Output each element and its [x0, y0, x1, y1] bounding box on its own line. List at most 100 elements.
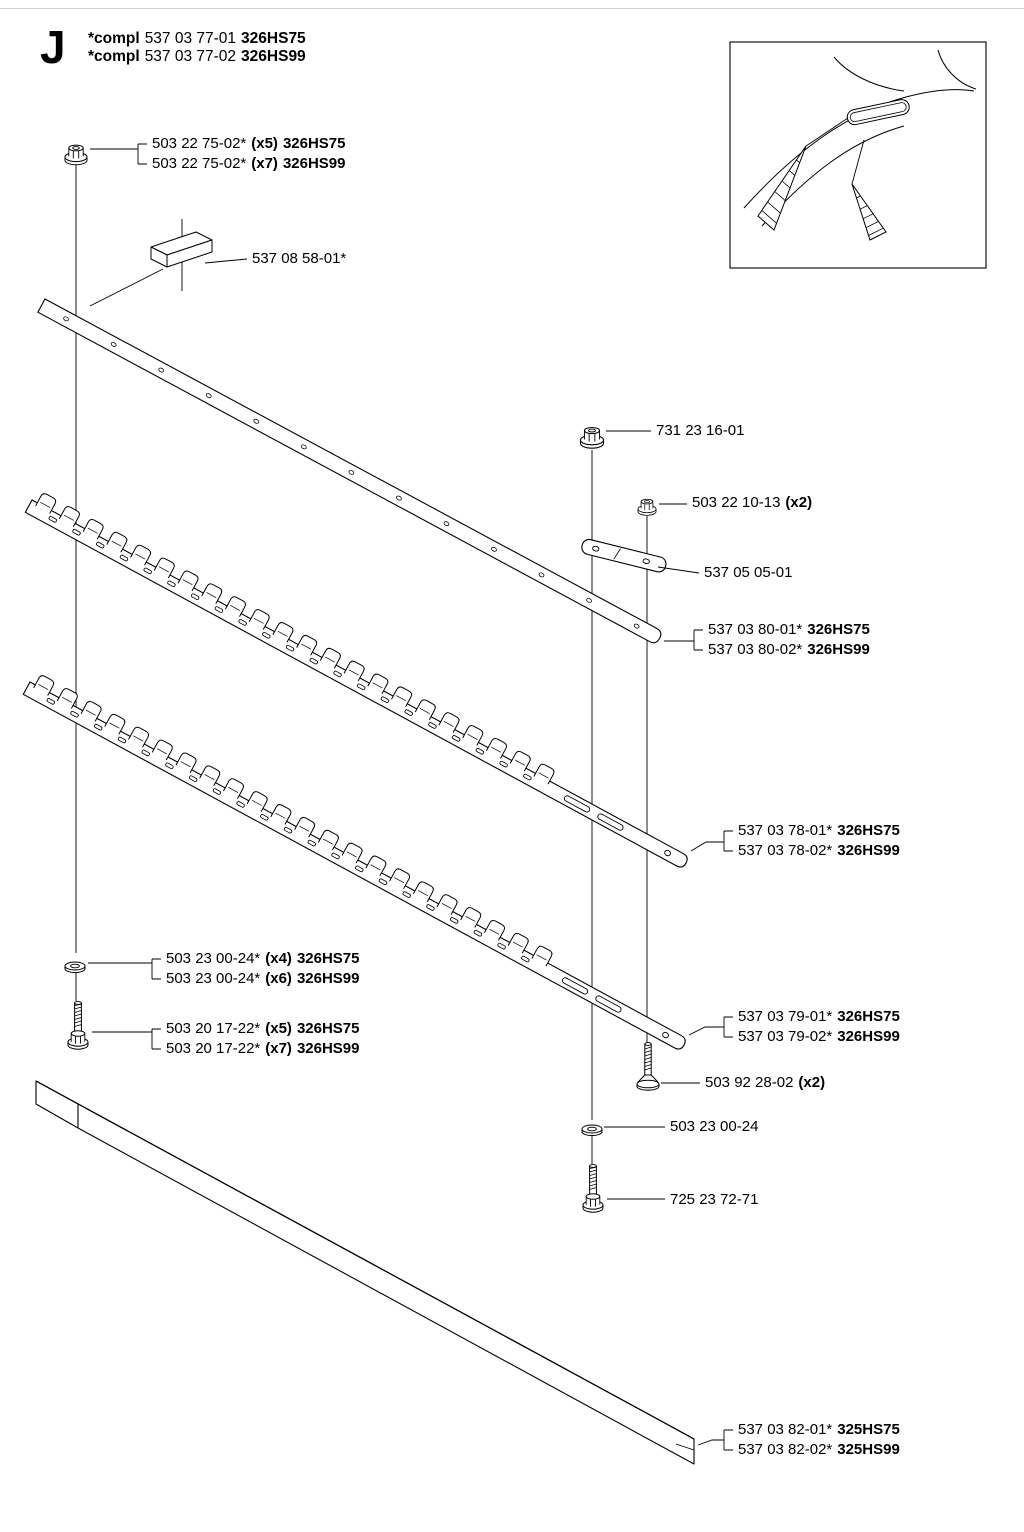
part-model: 326HS75	[296, 1020, 360, 1037]
detail-inset	[729, 41, 987, 269]
part-line: 503 23 00-24*(x6)326HS99	[166, 969, 360, 989]
leader-clip	[204, 258, 248, 264]
part-model: 326HS75	[837, 1008, 900, 1025]
part-number: 537 05 05-01	[704, 564, 793, 581]
leader-nut-top	[90, 143, 147, 165]
compl-prefix: *compl	[88, 30, 140, 47]
part-number: 537 03 82-02*	[738, 1441, 833, 1458]
part-number: 503 23 00-24*	[166, 970, 261, 987]
leader-washer-left	[88, 958, 161, 980]
part-line: 503 23 00-24	[670, 1117, 758, 1137]
part-number: 537 03 79-02*	[738, 1028, 833, 1045]
part-model: 326HS99	[296, 970, 360, 987]
guide-bar	[37, 298, 662, 644]
hatched-arrow-right	[851, 183, 887, 241]
leader-link-plate	[657, 566, 700, 574]
label-nut-small: 503 22 10-13(x2)	[692, 493, 812, 513]
assembly-lines	[75, 160, 648, 1164]
part-qty: (x7)	[251, 155, 278, 172]
part-model: 326HS75	[837, 822, 900, 839]
part-model: 326HS99	[837, 842, 900, 859]
part-model: 325HS99	[837, 1441, 900, 1458]
hatch-left	[761, 159, 800, 224]
label-washer-right: 503 23 00-24	[670, 1117, 758, 1137]
part-line: 537 03 80-02*326HS99	[708, 640, 870, 660]
part-line: 537 03 78-02*326HS99	[738, 841, 900, 861]
part-line: 503 20 17-22*(x7)326HS99	[166, 1039, 360, 1059]
part-number: 537 03 80-02*	[708, 641, 803, 658]
part-line: 537 03 79-02*326HS99	[738, 1027, 900, 1047]
part-number: 537 03 79-01*	[738, 1008, 833, 1025]
part-line: 503 92 28-02(x2)	[705, 1073, 825, 1093]
washer-left	[64, 961, 86, 974]
label-support-bar: 537 03 82-01*325HS75 537 03 82-02*325HS9…	[738, 1420, 900, 1460]
part-line: 503 22 10-13(x2)	[692, 493, 812, 513]
part-qty: (x7)	[265, 1040, 292, 1057]
part-qty: (x6)	[265, 970, 292, 987]
lower-blade	[23, 671, 693, 1051]
screw-left	[67, 1001, 89, 1050]
part-model: 326HS75	[296, 950, 360, 967]
leader-screw-left	[92, 1028, 161, 1050]
part-model: 326HS75	[241, 30, 306, 47]
label-lower-blade: 537 03 79-01*326HS75 537 03 79-02*326HS9…	[738, 1007, 900, 1047]
part-line: 537 05 05-01	[704, 563, 792, 583]
part-model: 325HS75	[837, 1421, 900, 1438]
part-line: 537 03 78-01*326HS75	[738, 821, 900, 841]
hatch-right	[856, 195, 884, 236]
part-line: 537 03 80-01*326HS75	[708, 620, 870, 640]
part-number: 731 23 16-01	[656, 422, 745, 439]
washer-right	[581, 1124, 603, 1137]
part-line: 731 23 16-01	[656, 421, 744, 441]
leader-lower-blade	[688, 1016, 733, 1038]
inset-border	[729, 41, 987, 269]
part-number: 503 92 28-02	[705, 1074, 794, 1091]
part-line: 537 03 82-01*325HS75	[738, 1420, 900, 1440]
part-number: 503 22 75-02*	[152, 155, 247, 172]
part-qty: (x5)	[265, 1020, 292, 1037]
part-number: 537 03 80-01*	[708, 621, 803, 638]
part-number: 537 03 82-01*	[738, 1421, 833, 1438]
part-line: 537 03 79-01*326HS75	[738, 1007, 900, 1027]
leader-support-bar	[697, 1429, 733, 1451]
label-nut-top: 503 22 75-02*(x5)326HS75 503 22 75-02*(x…	[152, 134, 346, 174]
label-locknut: 731 23 16-01	[656, 421, 744, 441]
part-number: 537 03 78-02*	[738, 842, 833, 859]
leader-lines	[88, 143, 733, 1451]
part-line: 503 23 00-24*(x4)326HS75	[166, 949, 360, 969]
part-line: 725 23 72-71	[670, 1190, 758, 1210]
section-letter: J	[40, 21, 66, 73]
label-link-plate: 537 05 05-01	[704, 563, 792, 583]
part-number: 537 03 77-01	[144, 30, 237, 47]
part-number: 503 23 00-24*	[166, 950, 261, 967]
label-screw-left: 503 20 17-22*(x5)326HS75 503 20 17-22*(x…	[166, 1019, 360, 1059]
flange-nut-top	[64, 144, 88, 166]
pointer-lines	[805, 117, 865, 185]
part-line: 537 08 58-01*	[252, 249, 346, 269]
part-model: 326HS99	[807, 641, 870, 658]
part-number: 503 20 17-22*	[166, 1020, 261, 1037]
leader-upper-blade	[690, 830, 733, 852]
part-number: 503 22 10-13	[692, 494, 781, 511]
part-qty: (x4)	[265, 950, 292, 967]
part-qty: (x2)	[785, 494, 813, 511]
part-number: 537 03 78-01*	[738, 822, 833, 839]
label-guide-bar: 537 03 80-01*326HS75 537 03 80-02*326HS9…	[708, 620, 870, 660]
part-number: 537 03 77-02	[144, 48, 237, 65]
part-number: 537 08 58-01*	[252, 250, 347, 267]
part-model: 326HS99	[282, 155, 346, 172]
bolt-right	[582, 1164, 604, 1213]
lock-nut	[579, 426, 605, 449]
part-model: 326HS99	[241, 48, 306, 65]
label-bolt-right: 725 23 72-71	[670, 1190, 758, 1210]
part-number: 503 22 75-02*	[152, 135, 247, 152]
part-model: 326HS75	[282, 135, 346, 152]
part-model: 326HS99	[837, 1028, 900, 1045]
label-upper-blade: 537 03 78-01*326HS75 537 03 78-02*326HS9…	[738, 821, 900, 861]
compl-prefix: *compl	[88, 48, 140, 65]
leader-guide-bar	[664, 629, 703, 651]
link-plate	[581, 538, 667, 573]
